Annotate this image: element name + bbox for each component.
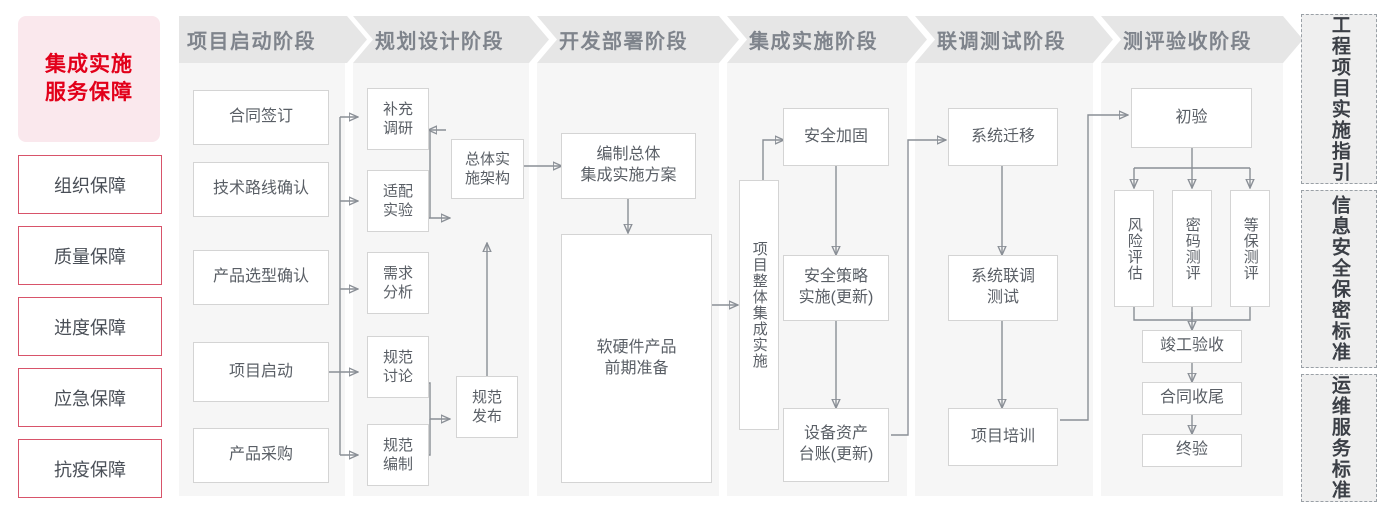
node-standard-release[interactable]: 规范发布 (456, 376, 518, 438)
standard-label: 运维服务标准 (1328, 375, 1350, 501)
node-label-line2: 实验 (382, 202, 413, 219)
guarantee-label: 质量保障 (54, 246, 126, 267)
guarantee-item-3[interactable]: 应急保障 (18, 368, 162, 427)
phase-header-label: 项目启动阶段 (187, 31, 316, 53)
node-product-procurement[interactable]: 产品采购 (193, 428, 329, 483)
node-label: 产品选型确认 (212, 268, 309, 286)
node-overall-implementation-architecture[interactable]: 总体实施架构 (451, 139, 524, 199)
node-label-line2: 测试 (986, 289, 1019, 306)
guarantee-label: 进度保障 (54, 317, 126, 338)
node-tech-route-confirm[interactable]: 技术路线确认 (193, 162, 329, 217)
guarantee-item-1[interactable]: 质量保障 (18, 226, 162, 285)
phase-header-3[interactable]: 集成实施阶段 (727, 16, 927, 63)
node-label: 等保测评 (1241, 216, 1259, 281)
diagram-title-line1: 集成实施 (45, 52, 133, 76)
node-label: 产品采购 (228, 446, 293, 464)
guarantee-label: 应急保障 (54, 388, 126, 409)
node-overall-project-integration[interactable]: 项目整体集成实施 (739, 180, 779, 430)
node-label-line1: 软硬件产品 (596, 338, 677, 356)
node-label: 项目培训 (970, 427, 1035, 445)
node-security-hardening[interactable]: 安全加固 (783, 108, 889, 166)
diagram-title-line2: 服务保障 (45, 81, 133, 104)
node-system-migration[interactable]: 系统迁移 (948, 108, 1058, 166)
phase-header-label: 开发部署阶段 (559, 31, 688, 53)
node-label-line2: 施架构 (464, 170, 510, 187)
standard-card-engineering-guide[interactable]: 工程项目实施指引 (1301, 14, 1377, 184)
node-security-policy-implementation[interactable]: 安全策略实施(更新) (783, 255, 889, 321)
node-product-selection-confirm[interactable]: 产品选型确认 (193, 250, 329, 305)
node-label-line1: 需求 (382, 264, 413, 282)
node-preliminary-acceptance[interactable]: 初验 (1131, 88, 1252, 148)
node-label: 合同收尾 (1159, 389, 1224, 407)
phase-header-1[interactable]: 规划设计阶段 (353, 16, 549, 63)
node-final-acceptance[interactable]: 终验 (1142, 434, 1242, 467)
node-label-line1: 补充 (382, 100, 413, 118)
node-supplementary-research[interactable]: 补充调研 (367, 88, 429, 150)
node-label: 技术路线确认 (212, 180, 309, 198)
node-label: 风险评估 (1125, 216, 1143, 281)
node-contract-signing[interactable]: 合同签订 (193, 90, 329, 145)
phase-header-label: 联调测试阶段 (937, 31, 1066, 53)
node-hardware-software-preparation[interactable]: 软硬件产品前期准备 (561, 234, 712, 483)
node-standard-drafting[interactable]: 规范编制 (367, 424, 429, 486)
node-label: 密码测评 (1183, 216, 1201, 281)
phase-header-0[interactable]: 项目启动阶段 (179, 16, 367, 63)
node-label-line1: 规范 (382, 436, 413, 454)
phase-header-4[interactable]: 联调测试阶段 (915, 16, 1113, 63)
standard-label: 工程项目实施指引 (1328, 15, 1350, 183)
phase-header-2[interactable]: 开发部署阶段 (537, 16, 739, 63)
phase-header-label: 测评验收阶段 (1123, 31, 1252, 53)
standard-card-infosec-standard[interactable]: 信息安全保密标准 (1301, 190, 1377, 368)
node-contract-closeout[interactable]: 合同收尾 (1142, 382, 1242, 415)
node-system-joint-debug-test[interactable]: 系统联调测试 (948, 255, 1058, 321)
node-label-line2: 编制 (382, 456, 413, 473)
node-label-line1: 系统联调 (970, 268, 1035, 286)
node-adaptation-experiment[interactable]: 适配实验 (367, 170, 429, 232)
node-label-line1: 规范 (471, 388, 502, 406)
node-cryptography-evaluation[interactable]: 密码测评 (1172, 190, 1212, 307)
node-label: 项目整体集成实施 (750, 241, 768, 369)
guarantee-label: 组织保障 (54, 175, 126, 196)
node-label: 系统迁移 (970, 127, 1035, 145)
node-classified-protection-evaluation[interactable]: 等保测评 (1230, 190, 1270, 307)
node-label-line2: 分析 (382, 284, 413, 301)
node-label-line2: 前期准备 (604, 359, 669, 377)
node-label-line2: 台账(更新) (798, 446, 874, 463)
node-label: 合同签订 (228, 108, 293, 126)
phase-header-5[interactable]: 测评验收阶段 (1101, 16, 1303, 63)
node-label-line1: 设备资产 (803, 425, 868, 443)
node-requirement-analysis[interactable]: 需求分析 (367, 252, 429, 314)
phase-header-label: 规划设计阶段 (375, 31, 504, 53)
node-label: 项目启动 (228, 362, 293, 380)
node-risk-assessment[interactable]: 风险评估 (1114, 190, 1154, 307)
node-standard-discussion[interactable]: 规范讨论 (367, 336, 429, 398)
node-project-kickoff[interactable]: 项目启动 (193, 342, 329, 402)
node-completion-acceptance[interactable]: 竣工验收 (1142, 330, 1242, 363)
node-label: 竣工验收 (1159, 337, 1224, 355)
node-label-line2: 讨论 (382, 368, 413, 385)
node-label-line1: 规范 (382, 348, 413, 366)
standard-label: 信息安全保密标准 (1328, 195, 1350, 363)
node-equipment-asset-ledger[interactable]: 设备资产台账(更新) (783, 408, 889, 482)
node-label-line2: 集成实施方案 (580, 167, 677, 184)
node-label-line1: 适配 (382, 182, 413, 200)
node-label: 初验 (1175, 108, 1208, 126)
guarantee-label: 抗疫保障 (54, 459, 126, 480)
node-label-line1: 编制总体 (596, 146, 661, 164)
node-label-line2: 调研 (382, 120, 413, 137)
node-label: 终验 (1175, 441, 1208, 459)
standard-card-ops-service-standard[interactable]: 运维服务标准 (1301, 374, 1377, 502)
node-label-line2: 发布 (471, 408, 502, 425)
guarantee-item-0[interactable]: 组织保障 (18, 155, 162, 214)
phase-header-label: 集成实施阶段 (749, 31, 878, 53)
node-label-line1: 安全策略 (803, 268, 868, 286)
node-label-line2: 实施(更新) (798, 289, 874, 306)
node-project-training[interactable]: 项目培训 (948, 408, 1058, 466)
node-label-line1: 总体实 (464, 150, 510, 168)
guarantee-item-2[interactable]: 进度保障 (18, 297, 162, 356)
diagram-title-box: 集成实施 服务保障 (18, 16, 160, 142)
node-draft-overall-integration-plan[interactable]: 编制总体集成实施方案 (561, 133, 696, 199)
guarantee-item-4[interactable]: 抗疫保障 (18, 439, 162, 498)
node-label: 安全加固 (803, 127, 868, 145)
